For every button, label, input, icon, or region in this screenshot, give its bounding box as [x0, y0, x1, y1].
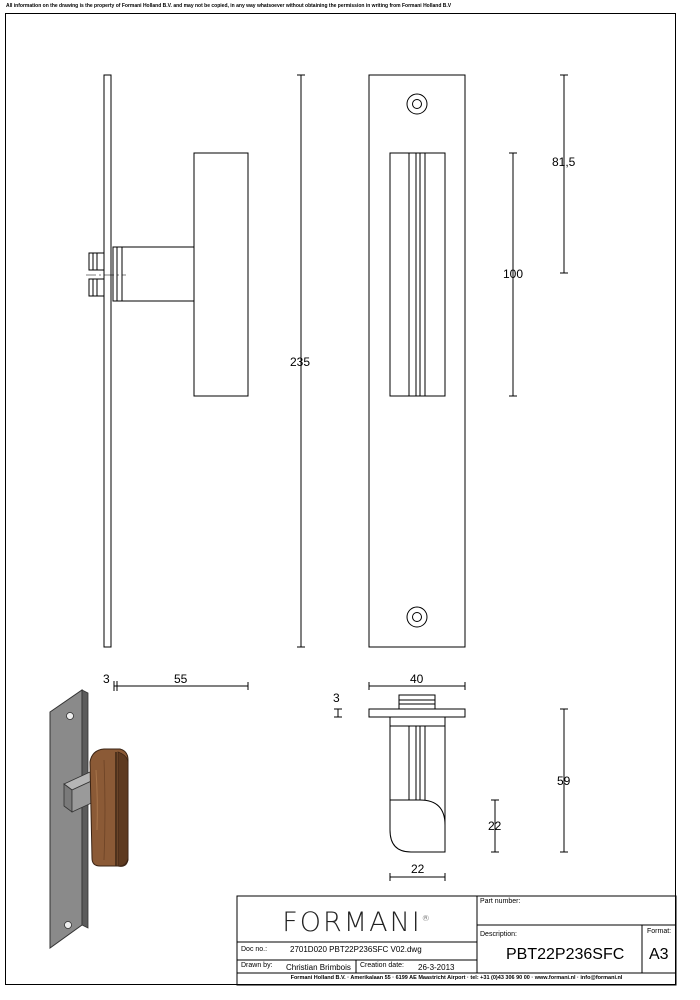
doc-no-value: 2701D020 PBT22P236SFC V02.dwg	[290, 945, 422, 954]
dim-handle-depth	[560, 708, 568, 853]
title-block-frame	[236, 895, 677, 986]
dim-label-handle-projection: 55	[174, 672, 188, 686]
dim-label-handle-depth: 59	[557, 774, 571, 788]
dim-label-total-height: 235	[290, 355, 310, 369]
dim-label-top-offset: 81,5	[552, 155, 576, 169]
front-handle	[389, 152, 446, 397]
side-plate	[103, 74, 112, 648]
top-handle	[389, 725, 446, 853]
screw-hole-top	[406, 93, 428, 115]
dim-projection	[113, 681, 249, 691]
top-rose	[398, 694, 436, 710]
dim-top-offset	[560, 74, 568, 274]
doc-no-label: Doc no.:	[241, 946, 268, 953]
dim-label-handle-height: 100	[503, 267, 523, 281]
dim-label-grip-radius: 22	[488, 819, 502, 833]
dim-label-rose-thickness: 3	[333, 691, 340, 705]
description-value: PBT22P236SFC	[506, 946, 625, 963]
part-number-label: Part number:	[480, 898, 521, 905]
side-neck	[112, 246, 195, 302]
dim-label-grip-width: 22	[411, 862, 425, 876]
side-view	[86, 74, 249, 648]
creation-date-value: 26-3-2013	[418, 963, 455, 972]
top-view	[368, 694, 466, 853]
creation-date-label: Creation date:	[360, 962, 404, 969]
drawn-by-value: Christian Brimbois	[286, 963, 351, 972]
drawn-by-label: Drawn by:	[241, 962, 273, 969]
dim-total-height	[297, 74, 305, 648]
iso-hole-bottom	[64, 921, 72, 929]
iso-plate	[49, 689, 83, 949]
screw-hole-bottom	[406, 606, 428, 628]
dim-grip-width	[389, 873, 446, 881]
format-label: Format:	[647, 928, 672, 935]
front-view	[368, 74, 466, 648]
description-label: Description:	[480, 931, 517, 938]
dim-plate-width	[368, 682, 466, 690]
dim-grip-radius	[491, 799, 499, 853]
side-handle	[193, 152, 249, 397]
dim-rose-thickness	[334, 708, 342, 718]
company-footer: Formani Holland B.V. · Amerikalaan 55 · …	[290, 975, 623, 981]
dim-label-plate-thickness: 3	[103, 672, 110, 686]
isometric-render	[49, 689, 129, 949]
formani-logo: FORMANI®	[282, 907, 432, 938]
format-value: A3	[649, 946, 669, 963]
iso-hole-top	[66, 712, 74, 720]
top-plate	[368, 708, 466, 718]
dim-handle-height	[509, 152, 517, 397]
copyright-notice: All information on the drawing is the pr…	[6, 3, 452, 9]
dim-label-plate-width: 40	[410, 672, 424, 686]
